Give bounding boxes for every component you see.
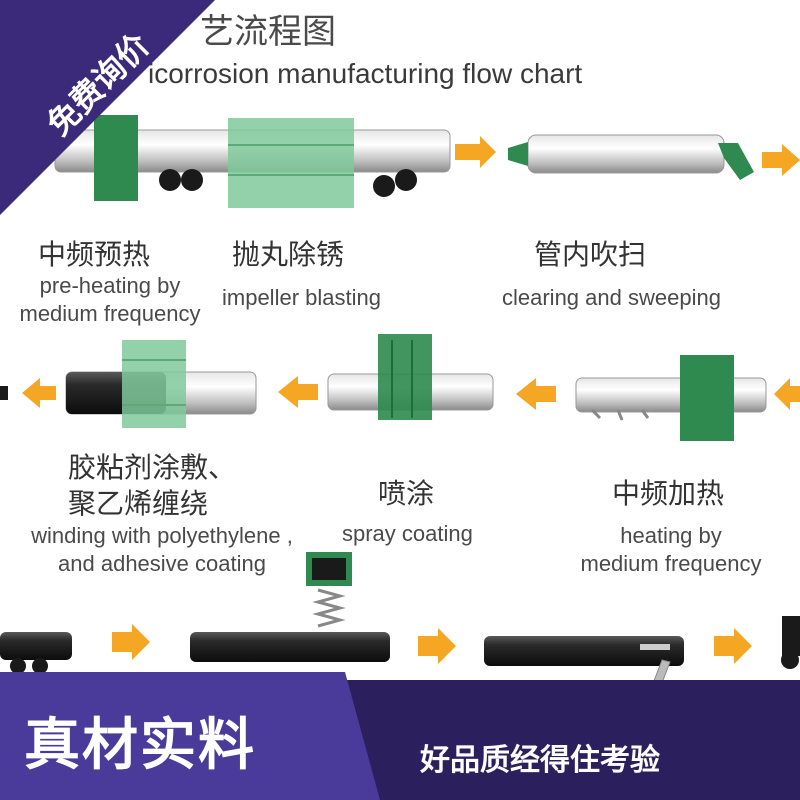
arrow-left-3: [516, 378, 556, 410]
row3-pipe-b: [190, 632, 390, 662]
step-label-en: pre-heating by medium frequency: [19, 273, 201, 326]
spray-pipe: [327, 334, 494, 420]
arrow-left-edge: [0, 378, 56, 408]
cooling-spring-unit: [306, 552, 352, 628]
step-label-en: winding with polyethylene , and adhesive…: [31, 523, 293, 576]
step-label-cn: 管内吹扫: [534, 238, 647, 271]
step-label-cn: 中频预热: [38, 238, 151, 271]
step-label-en: clearing and sweeping: [502, 285, 721, 310]
arrow-right-1: [455, 136, 496, 168]
step-label-cn: 喷涂: [378, 477, 435, 510]
arrow-right-5: [714, 628, 752, 664]
winding-pipe: [65, 340, 257, 428]
arrow-right-4: [418, 628, 456, 664]
step-label-cn: 中频加热: [612, 477, 725, 510]
step-label-en: heating by medium frequency: [580, 523, 762, 576]
step-label-en: impeller blasting: [222, 285, 381, 310]
row3-edge-machine: [781, 616, 800, 669]
chart-title-cn: 艺流程图: [200, 12, 336, 52]
arrow-right-2: [762, 144, 800, 176]
arrow-left-4: [774, 378, 800, 410]
step-label-en: spray coating: [342, 521, 473, 546]
arrow-left-2: [278, 376, 318, 408]
sweeping-pipe: [508, 134, 754, 180]
step-label-cn: 抛丸除锈: [232, 238, 345, 271]
banner-right-text: 好品质经得住考验: [420, 743, 660, 778]
step-label-cn: 胶粘剂涂敷、 聚乙烯缠绕: [68, 451, 237, 520]
chart-title-en: icorrosion manufacturing flow chart: [148, 58, 583, 89]
row3-pipe-a: [0, 632, 72, 674]
preheat-coil-unit: [94, 115, 138, 201]
blasting-chamber: [228, 118, 354, 208]
bottom-banner-left-panel: [0, 672, 380, 800]
heating-pipe: [575, 355, 767, 441]
arrow-right-3: [112, 624, 150, 660]
banner-left-text: 真材实料: [24, 713, 256, 778]
